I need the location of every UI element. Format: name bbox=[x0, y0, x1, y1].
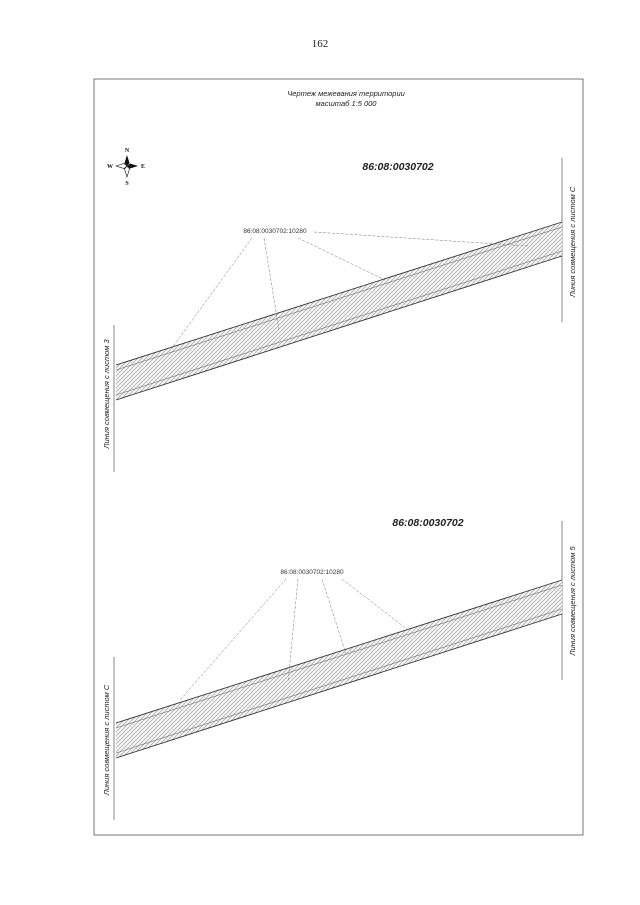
lower-right-match-label: Линия совмещения с листом 5 bbox=[568, 545, 577, 656]
upper-road-inner-top bbox=[115, 226, 563, 371]
lower-road-inner-top bbox=[115, 584, 563, 729]
upper-leader-lines bbox=[171, 231, 529, 349]
upper-road-edge-top bbox=[115, 221, 563, 366]
compass-east: E bbox=[141, 164, 145, 170]
compass-rose-icon: N S E W bbox=[107, 148, 145, 187]
upper-panel: 86:08:0030702 Линия совмещения с листом … bbox=[102, 158, 577, 472]
lower-panel: 86:08:0030702 Линия совмещения с листом … bbox=[102, 517, 577, 820]
drawing-title: Чертеж межевания территории bbox=[287, 89, 405, 98]
upper-parcel-label: 86:08:0030702:10280 bbox=[243, 228, 307, 235]
upper-road-parcel bbox=[116, 222, 562, 400]
compass-west: W bbox=[107, 164, 113, 170]
compass-south: S bbox=[125, 181, 129, 187]
upper-road-edge-bottom bbox=[115, 255, 563, 401]
lower-leader-lines bbox=[179, 578, 409, 701]
compass-north: N bbox=[125, 148, 130, 154]
upper-quarter-number: 86:08:0030702 bbox=[362, 161, 433, 173]
drawing-frame bbox=[93, 78, 584, 836]
page-number: 162 bbox=[311, 38, 329, 50]
lower-road-edge-top bbox=[115, 579, 563, 724]
lower-parcel-label: 86:08:0030702:10280 bbox=[280, 569, 344, 576]
upper-left-match-label: Линия совмещения с листом 3 bbox=[102, 338, 111, 449]
upper-right-match-label: Линия совмещения с листом С bbox=[568, 186, 577, 298]
lower-road-parcel bbox=[116, 580, 562, 758]
lower-road-edge-bottom bbox=[115, 613, 563, 759]
upper-road-inner-bottom bbox=[115, 250, 563, 396]
lower-quarter-number: 86:08:0030702 bbox=[392, 517, 463, 529]
lower-left-match-label: Линия совмещения с листом С bbox=[102, 684, 111, 796]
lower-road-inner-bottom bbox=[115, 608, 563, 754]
drawing-scale: масштаб 1:5 000 bbox=[316, 99, 378, 108]
